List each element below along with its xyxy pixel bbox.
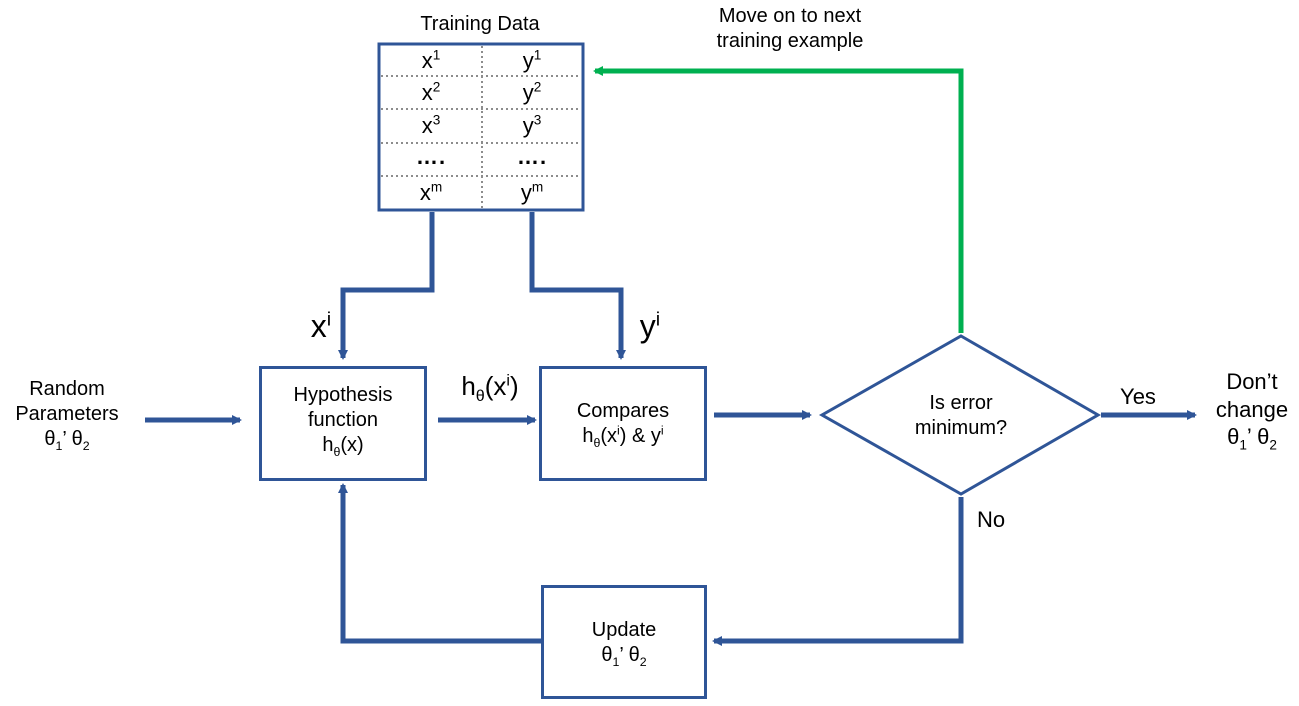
arrow-next-example bbox=[593, 66, 964, 333]
training-data-title: Training Data bbox=[420, 13, 540, 35]
h-theta-label: hθ(xi) bbox=[461, 371, 519, 406]
table-cell-x: x2 bbox=[421, 79, 441, 105]
random-parameters-label: Random Parameters θ1’ θ2 bbox=[15, 378, 119, 453]
update-text: Update θ1’ θ2 bbox=[591, 619, 657, 669]
table-cell-x: x3 bbox=[421, 112, 441, 138]
table-cell-x: …. bbox=[415, 144, 447, 169]
decision-diamond bbox=[818, 334, 1102, 496]
table-cell-x: x1 bbox=[421, 47, 441, 73]
decision-text: Is error minimum? bbox=[914, 392, 1008, 439]
xi-label: xi bbox=[310, 308, 332, 344]
dont-change-label: Don’t change θ1’ θ2 bbox=[1215, 369, 1289, 453]
compares-box: Compares hθ(xi) & yi bbox=[539, 366, 707, 481]
arrow-update bbox=[338, 483, 541, 644]
table-cell-y: ym bbox=[520, 179, 544, 205]
arrow-yi bbox=[529, 212, 626, 360]
table-cell-y: y3 bbox=[522, 112, 542, 138]
arrow-no bbox=[712, 497, 964, 646]
table-cell-x: xm bbox=[419, 179, 443, 205]
table-cell-y: y2 bbox=[522, 79, 542, 105]
table-cell-y: y1 bbox=[522, 47, 542, 73]
update-box: Update θ1’ θ2 bbox=[541, 585, 707, 699]
hypothesis-text: Hypothesis function hθ(x) bbox=[293, 384, 393, 459]
hypothesis-box: Hypothesis function hθ(x) bbox=[259, 366, 427, 481]
yes-label: Yes bbox=[1120, 384, 1156, 409]
yi-label: yi bbox=[639, 308, 661, 344]
table-cell-y: …. bbox=[516, 144, 548, 169]
arrow-xi bbox=[338, 212, 435, 360]
no-label: No bbox=[976, 507, 1006, 532]
compares-text: Compares hθ(xi) & yi bbox=[576, 400, 670, 450]
next-example-label: Move on to next training example bbox=[716, 5, 864, 52]
